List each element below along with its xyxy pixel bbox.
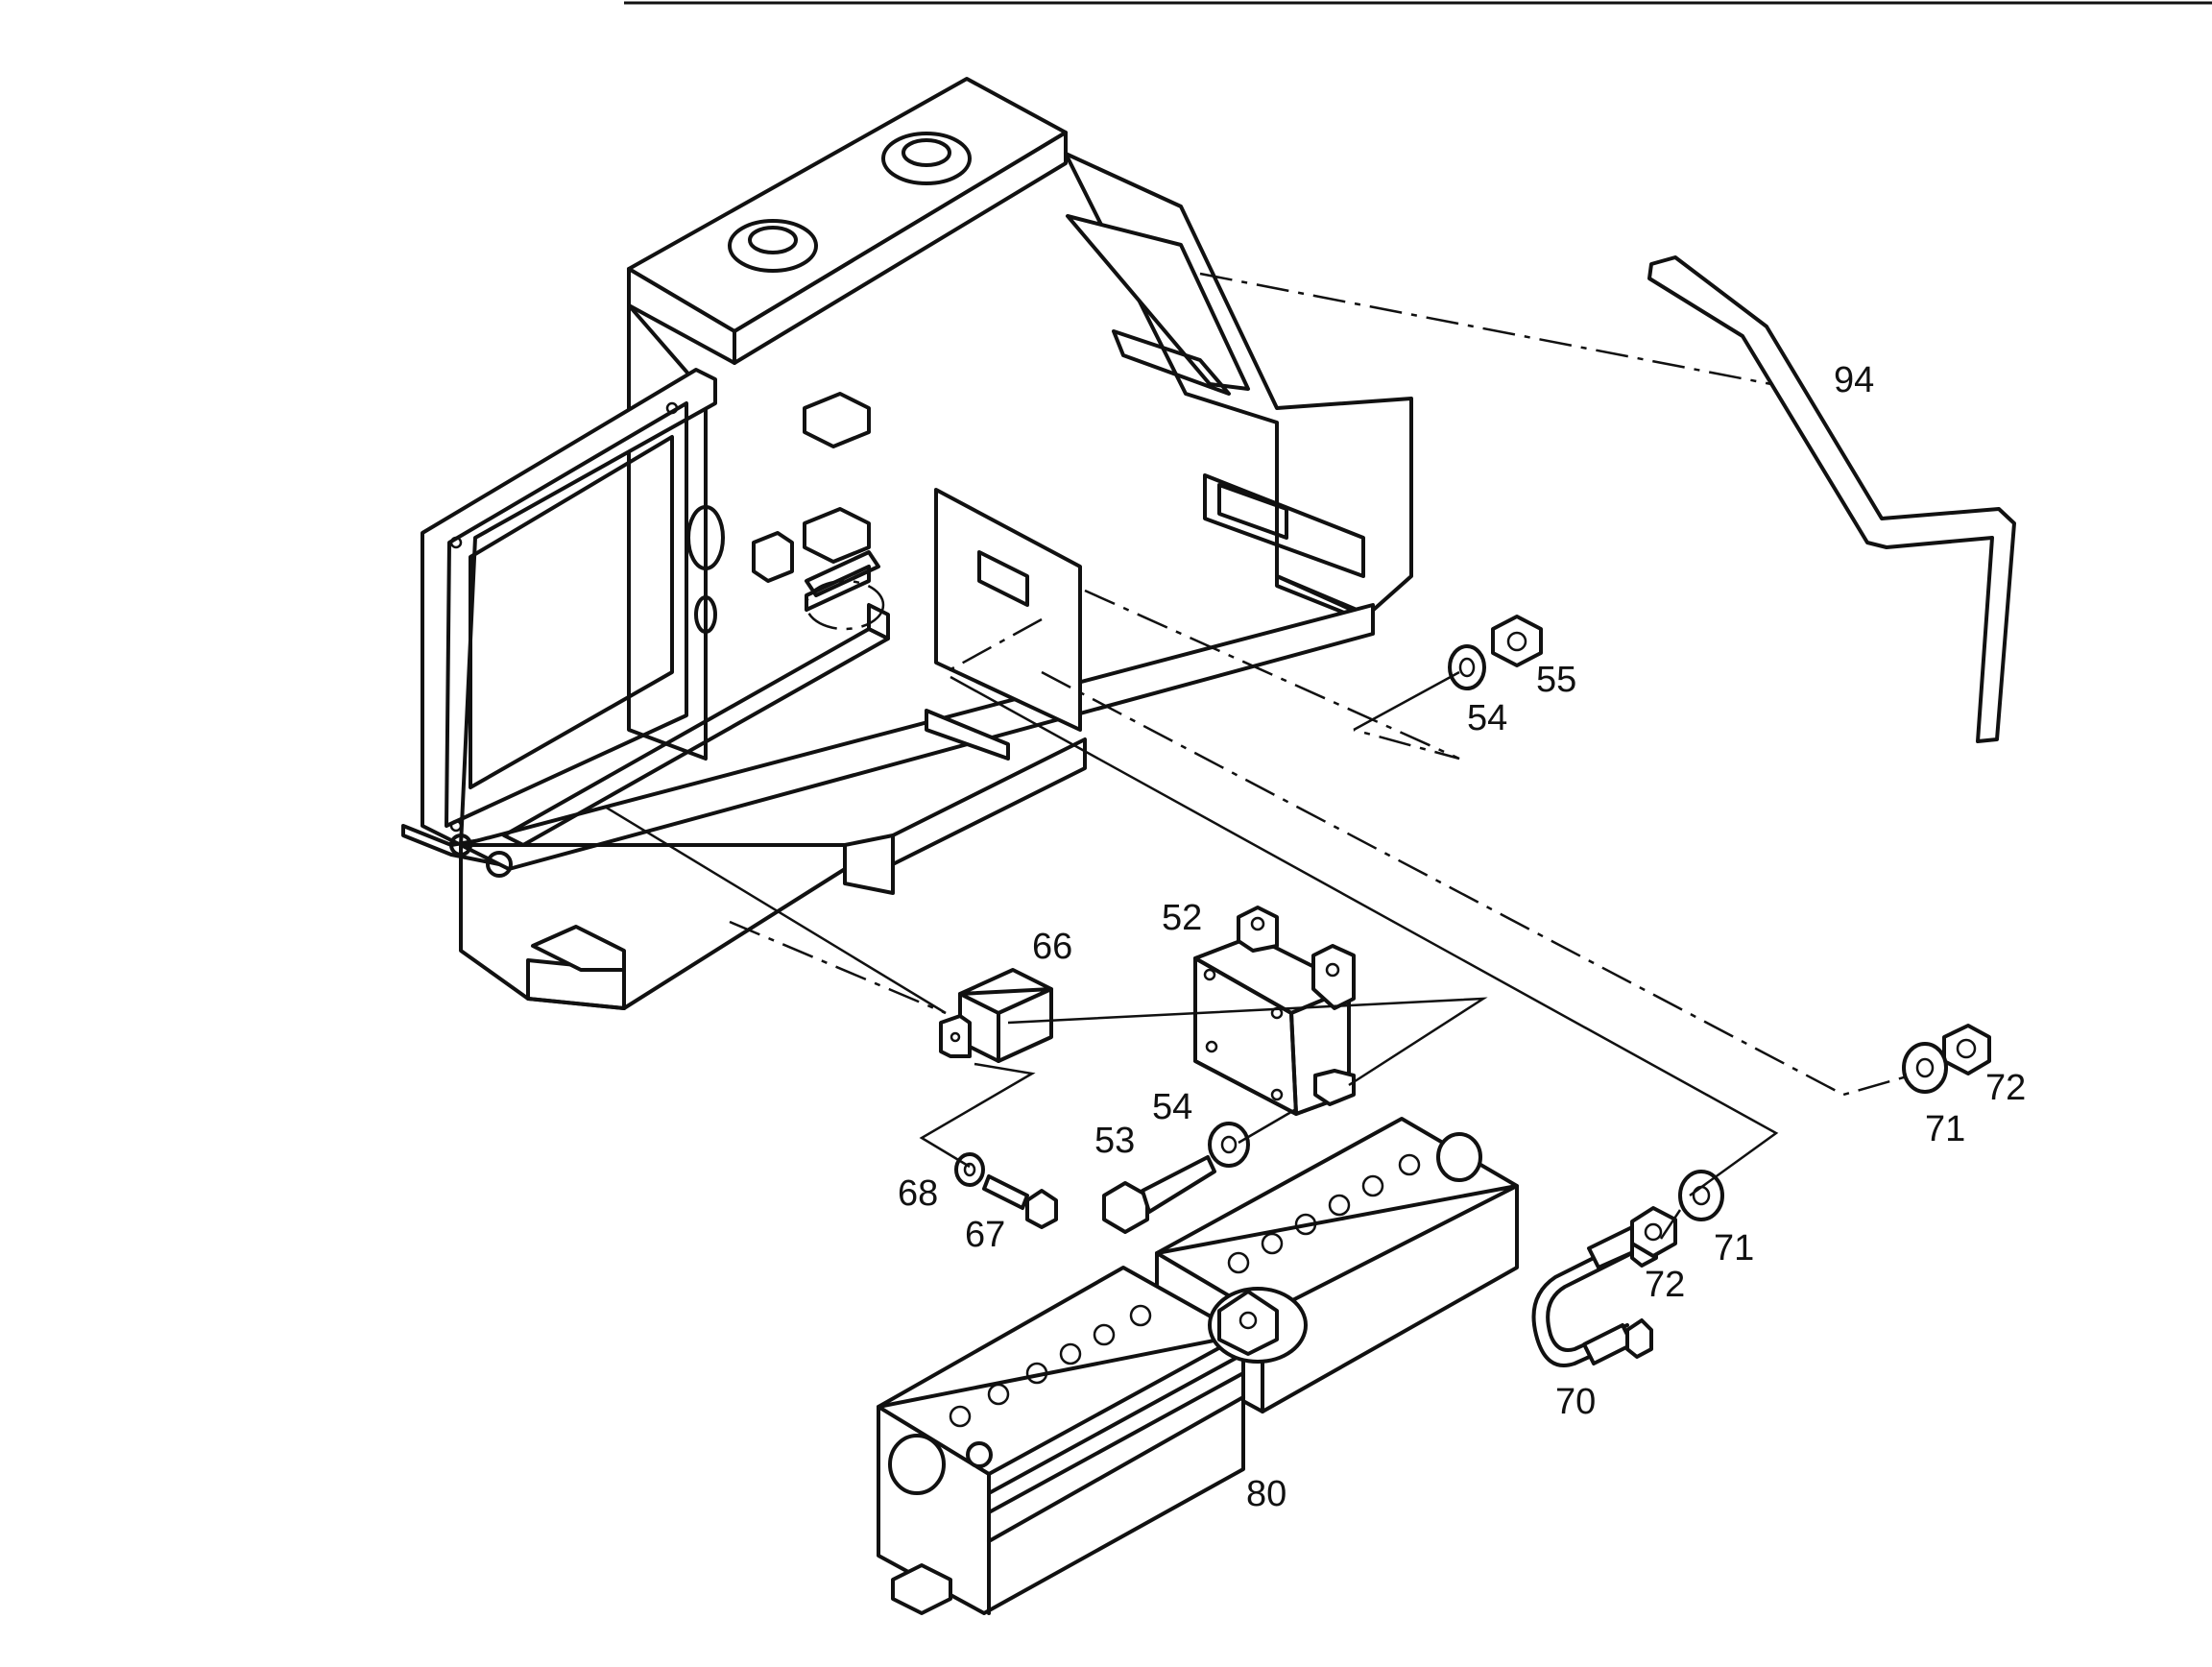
callout-54-upper: 54 xyxy=(1467,698,1507,738)
washer-54-icon xyxy=(1448,644,1486,690)
callout-54-lower: 54 xyxy=(1152,1087,1192,1127)
callout-52: 52 xyxy=(1162,898,1202,938)
battery-tray-frame-icon xyxy=(401,77,1413,1010)
bolt-67-icon xyxy=(982,1174,1058,1229)
callout-66: 66 xyxy=(1032,927,1072,967)
callout-55: 55 xyxy=(1536,660,1576,700)
callout-94: 94 xyxy=(1834,360,1874,400)
callout-72-right: 72 xyxy=(1985,1068,2026,1108)
callout-67: 67 xyxy=(965,1215,1005,1255)
holding-bar-icon xyxy=(1647,255,2016,743)
relay-icon xyxy=(939,968,1053,1063)
washer-68-icon xyxy=(954,1152,985,1187)
callout-72-lower: 72 xyxy=(1645,1265,1685,1305)
twin-battery-icon xyxy=(877,1117,1519,1615)
washer-54-lower-icon xyxy=(1208,1122,1250,1168)
callout-80: 80 xyxy=(1246,1474,1286,1514)
washer-71-right-icon xyxy=(1902,1042,1948,1094)
callout-70: 70 xyxy=(1555,1382,1596,1422)
callout-68: 68 xyxy=(898,1173,938,1214)
callout-53: 53 xyxy=(1094,1121,1135,1161)
washer-71-lower-icon xyxy=(1678,1170,1724,1221)
nut-55-icon xyxy=(1491,615,1543,667)
bolt-53-icon xyxy=(1102,1155,1216,1234)
callout-71-right: 71 xyxy=(1925,1109,1965,1149)
callout-labels: 94 55 54 52 66 54 53 68 67 72 71 71 72 7… xyxy=(898,360,2026,1514)
battery-switch-icon xyxy=(1193,906,1356,1116)
assembly-lines xyxy=(604,272,1911,1240)
callout-71-lower: 71 xyxy=(1714,1228,1754,1268)
nut-72-lower-icon xyxy=(1630,1206,1677,1258)
nut-72-right-icon xyxy=(1942,1024,1991,1075)
battery-cap-row xyxy=(949,1153,1421,1428)
